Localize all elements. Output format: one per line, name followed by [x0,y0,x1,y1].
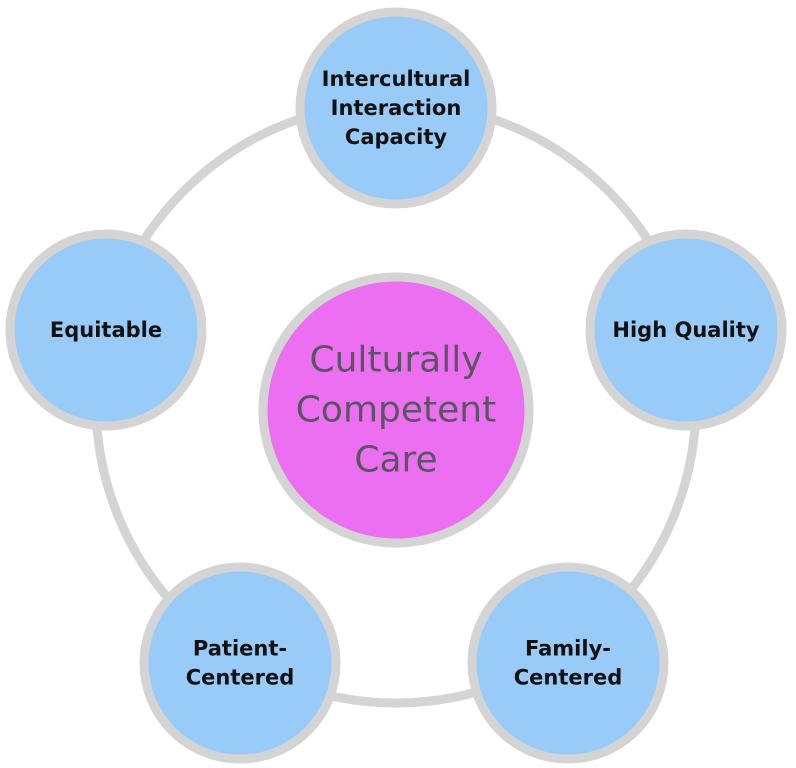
node-label-patient-centered-line-2: Centered [186,666,295,690]
center-label-line-3: Care [354,440,437,481]
node-label-intercultural-interaction-capacity-line-1: Intercultural [322,67,471,91]
node-label-intercultural-interaction-capacity-line-2: Interaction [331,96,462,120]
node-high-quality: High Quality [585,229,787,431]
center-circle [258,272,534,548]
node-label-patient-centered-line-1: Patient- [193,637,287,661]
node-equitable: Equitable [5,229,207,431]
node-circle-patient-centered [139,562,341,764]
node-circle-intercultural-interaction-capacity [295,7,497,209]
node-label-family-centered-line-2: Centered [514,666,623,690]
node-family-centered: Family- Centered [467,562,669,764]
node-patient-centered: Patient- Centered [139,562,341,764]
node-label-high-quality-line-1: High Quality [612,318,759,342]
node-circle-high-quality [585,229,787,431]
center-label-line-1: Culturally [309,340,482,381]
node-circle-equitable [5,229,207,431]
node-label-intercultural-interaction-capacity-line-3: Capacity [345,125,447,149]
node-label-equitable-line-1: Equitable [50,318,162,342]
center-label-line-2: Competent [296,390,496,431]
node-label-family-centered-line-1: Family- [525,637,611,661]
node-circle-family-centered [467,562,669,764]
